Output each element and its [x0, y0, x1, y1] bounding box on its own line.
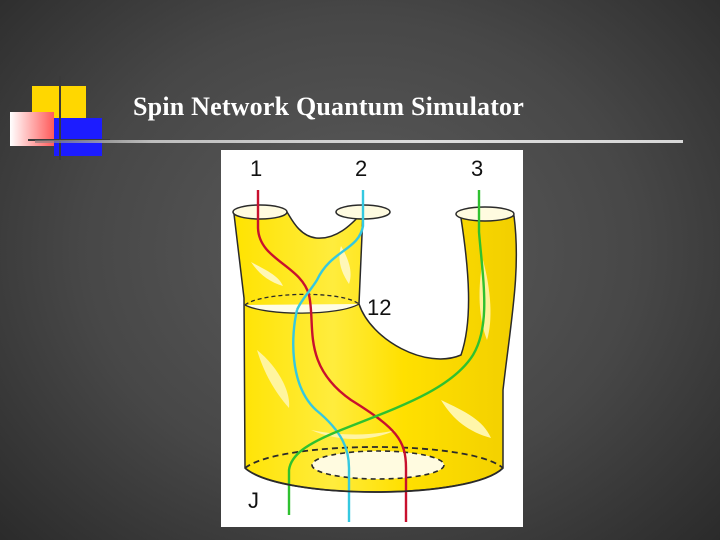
inner-torus-hole	[311, 450, 445, 480]
top-label-3: 3	[471, 156, 483, 181]
junction-label-12: 12	[367, 295, 391, 320]
cyan-strand-bottom	[292, 309, 351, 522]
bottom-slice-back	[244, 446, 504, 469]
surface-highlight	[257, 350, 290, 408]
surface-highlight	[339, 246, 351, 284]
top-label-1: 1	[250, 156, 262, 181]
top-label-2: 2	[355, 156, 367, 181]
logo-blue-square	[54, 118, 102, 156]
red-strand	[256, 190, 408, 522]
surface-highlight	[441, 400, 491, 438]
title-underline	[35, 140, 683, 143]
green-strand	[287, 190, 486, 515]
junction-slice-front	[244, 303, 360, 314]
surface-highlight	[311, 430, 396, 439]
spin-network-figure: 1 2 3 12 J	[232, 156, 518, 522]
spin-network-diagram: 1 2 3 12 J	[221, 150, 523, 527]
opening-1	[232, 204, 288, 220]
slide-title: Spin Network Quantum Simulator	[133, 92, 524, 121]
bottom-slice-front	[244, 467, 504, 493]
opening-3	[455, 206, 515, 222]
surface-highlight	[251, 262, 283, 286]
bottom-label-j: J	[248, 488, 259, 513]
junction-slice-back	[244, 293, 360, 306]
cyan-strand-top	[295, 190, 365, 311]
